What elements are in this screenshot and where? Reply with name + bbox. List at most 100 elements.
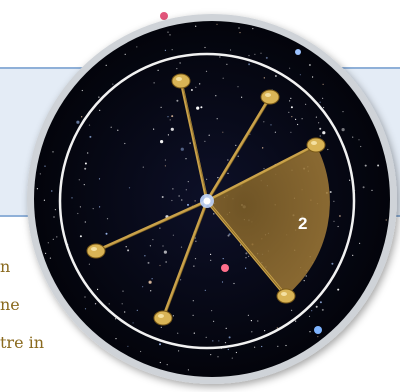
star	[251, 331, 253, 333]
star	[216, 23, 218, 25]
star	[305, 103, 307, 105]
star	[309, 331, 311, 333]
star	[185, 158, 187, 160]
star	[371, 189, 373, 191]
star	[187, 181, 189, 183]
star	[124, 142, 126, 145]
star	[299, 74, 301, 76]
star	[322, 97, 324, 99]
star	[210, 259, 212, 261]
star	[327, 148, 329, 151]
star	[105, 64, 107, 66]
star	[295, 118, 297, 120]
star	[47, 242, 49, 244]
star	[341, 128, 345, 132]
caption-line-1: n	[0, 257, 11, 276]
star	[211, 310, 213, 312]
star	[319, 101, 321, 103]
star	[178, 195, 180, 197]
star	[163, 250, 167, 254]
star	[89, 135, 92, 138]
star	[105, 232, 108, 235]
star	[276, 327, 278, 329]
star	[172, 315, 174, 317]
star	[39, 173, 41, 175]
star	[359, 242, 361, 244]
star	[147, 261, 150, 264]
star	[194, 200, 196, 202]
star	[318, 122, 320, 124]
star	[181, 199, 183, 201]
star	[36, 188, 39, 190]
star	[49, 257, 52, 259]
star	[291, 116, 293, 118]
star	[333, 220, 335, 222]
star	[254, 53, 256, 55]
star	[172, 234, 174, 236]
star	[290, 97, 292, 99]
star	[77, 212, 79, 215]
star	[237, 86, 239, 88]
star	[210, 253, 212, 255]
star	[262, 147, 264, 149]
star	[176, 99, 179, 102]
star	[333, 200, 335, 202]
star	[216, 118, 218, 120]
rod-cap-5	[153, 310, 173, 326]
star	[265, 56, 268, 59]
star	[124, 53, 126, 55]
star	[44, 165, 46, 167]
star	[99, 109, 101, 111]
star	[81, 116, 83, 118]
star	[180, 147, 184, 151]
star	[144, 255, 146, 257]
star	[342, 111, 344, 113]
star	[112, 83, 114, 85]
star	[338, 215, 341, 217]
star	[84, 296, 86, 298]
star	[237, 155, 239, 157]
star	[322, 131, 326, 135]
red-star-dot	[160, 12, 168, 20]
star	[221, 281, 224, 283]
star	[270, 124, 272, 126]
star	[127, 345, 129, 347]
star	[115, 338, 117, 340]
star	[52, 151, 54, 153]
star	[277, 345, 279, 347]
caption-line-3: tre in	[0, 333, 45, 352]
star	[219, 56, 221, 58]
star	[106, 218, 109, 220]
star	[352, 254, 354, 256]
star	[81, 89, 83, 92]
star	[319, 301, 322, 304]
star	[142, 286, 144, 288]
star	[160, 326, 162, 328]
star	[108, 303, 110, 305]
star	[132, 322, 134, 324]
star	[189, 142, 191, 144]
star	[177, 332, 179, 334]
star	[204, 140, 206, 142]
star	[136, 46, 138, 48]
star	[166, 364, 168, 366]
star	[52, 238, 54, 240]
star	[117, 129, 119, 131]
star	[233, 282, 235, 285]
star	[289, 67, 291, 69]
star	[248, 55, 250, 57]
star	[228, 336, 231, 339]
star	[153, 82, 155, 84]
star	[171, 199, 173, 202]
star	[152, 239, 154, 241]
star	[153, 128, 155, 130]
rod-cap-3	[306, 137, 326, 153]
star	[290, 106, 293, 109]
star	[250, 320, 252, 322]
star	[185, 189, 187, 191]
star	[157, 69, 159, 71]
star	[149, 245, 151, 247]
star	[248, 255, 250, 257]
star	[88, 124, 91, 126]
star	[285, 344, 287, 347]
